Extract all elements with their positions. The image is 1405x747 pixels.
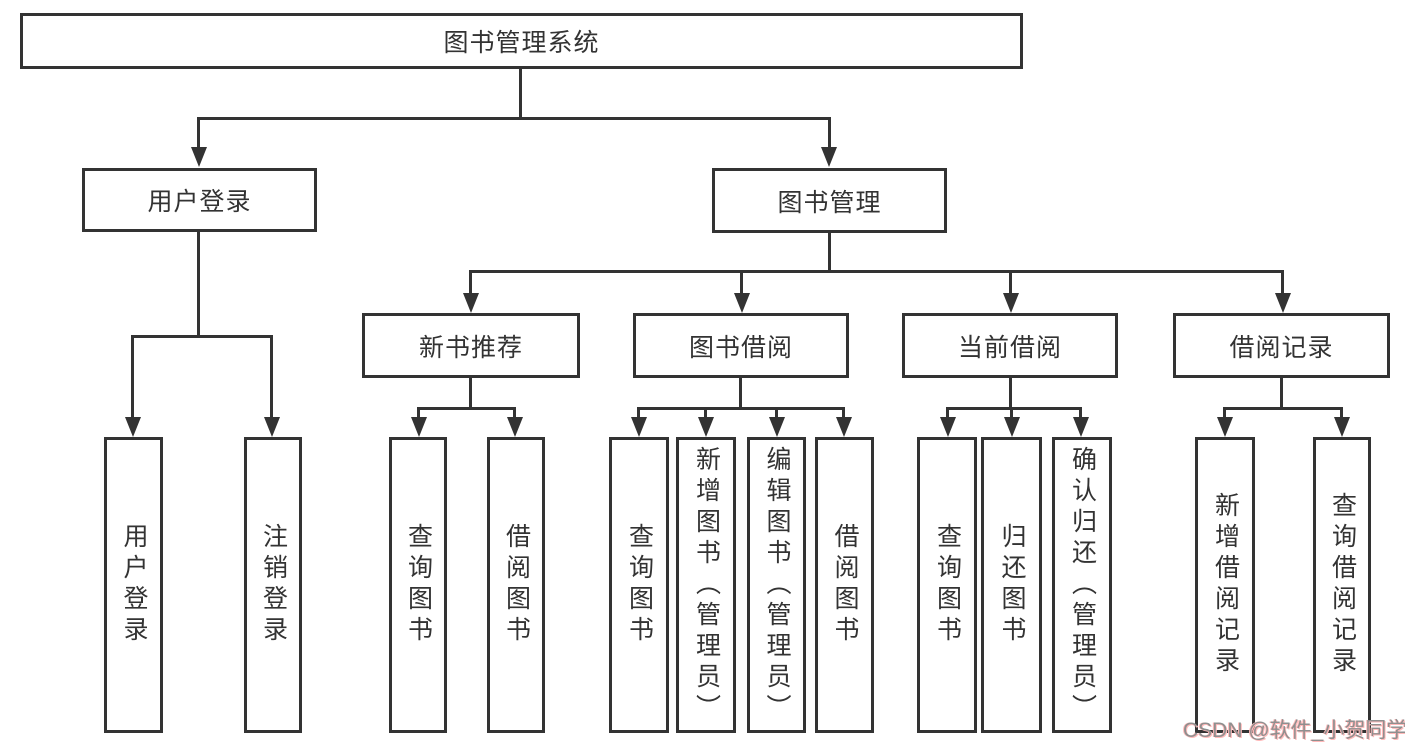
arrowhead-leaf-query-books-borrowing [631, 417, 647, 437]
node-book-management: 图书管理 [712, 168, 947, 233]
edge-current-branch [946, 407, 1082, 410]
edge-recommend-branch [417, 407, 516, 410]
edge-borrowing-drop-3 [775, 407, 778, 417]
arrowhead-leaf-add-borrow-record [1217, 417, 1233, 437]
arrowhead-book-management [821, 147, 837, 167]
arrowhead-leaf-return-book [1004, 417, 1020, 437]
edge-current-drop-2 [1010, 407, 1013, 417]
leaf-user-login: 用户登录 [104, 437, 163, 733]
edge-borrowing-stem [739, 378, 742, 407]
arrowhead-leaf-add-book-admin [698, 417, 714, 437]
edge-bookmgmt-drop-3 [1009, 270, 1012, 293]
edge-root-drop-left [197, 117, 200, 150]
edge-records-drop-1 [1223, 407, 1226, 417]
leaf-borrow-books-borrowing: 借阅图书 [815, 437, 874, 733]
edge-bookmgmt-branch [469, 270, 1283, 273]
arrowhead-borrowing-records [1275, 293, 1291, 313]
edge-records-drop-2 [1340, 407, 1343, 417]
arrowhead-current-borrowing [1003, 293, 1019, 313]
node-borrowing-records: 借阅记录 [1173, 313, 1390, 378]
leaf-return-book: 归还图书 [981, 437, 1042, 733]
leaf-query-books-recommend: 查询图书 [389, 437, 447, 733]
arrowhead-leaf-edit-book-admin [769, 417, 785, 437]
edge-recommend-drop-2 [513, 407, 516, 417]
edge-userlogin-stem [197, 232, 200, 335]
leaf-add-borrow-record: 新增借阅记录 [1195, 437, 1255, 733]
edge-bookmgmt-drop-1 [469, 270, 472, 293]
leaf-add-book-admin: 新增图书（管理员） [676, 437, 736, 733]
edge-root-branch [197, 117, 831, 120]
arrowhead-leaf-query-books-recommend [411, 417, 427, 437]
edge-root-drop-right [828, 117, 831, 150]
edge-bookmgmt-stem [828, 233, 831, 270]
arrowhead-leaf-user-login [125, 417, 141, 437]
csdn-watermark: CSDN @软件_小贺同学 [1183, 719, 1405, 742]
leaf-query-books-borrowing: 查询图书 [609, 437, 669, 733]
edge-current-drop-1 [946, 407, 949, 417]
arrowhead-leaf-confirm-return-admin [1073, 417, 1089, 437]
arrowhead-new-book-recommendation [463, 293, 479, 313]
leaf-query-books-current: 查询图书 [917, 437, 977, 733]
arrowhead-leaf-borrow-books-recommend [507, 417, 523, 437]
edge-recommend-stem [469, 378, 472, 407]
leaf-query-borrow-record: 查询借阅记录 [1313, 437, 1371, 733]
node-user-login: 用户登录 [82, 168, 317, 232]
arrowhead-leaf-logout [264, 417, 280, 437]
node-book-borrowing: 图书借阅 [633, 313, 849, 378]
edge-borrowing-drop-2 [704, 407, 707, 417]
edge-bookmgmt-drop-2 [740, 270, 743, 293]
arrowhead-leaf-borrow-books-borrowing [836, 417, 852, 437]
node-root: 图书管理系统 [20, 13, 1023, 69]
edge-records-branch [1223, 407, 1343, 410]
edge-userlogin-drop-1 [131, 335, 134, 417]
leaf-edit-book-admin: 编辑图书（管理员） [747, 437, 806, 733]
edge-root-stem [519, 69, 522, 117]
edge-recommend-drop-1 [417, 407, 420, 417]
arrowhead-leaf-query-borrow-record [1334, 417, 1350, 437]
arrowhead-leaf-query-books-current [940, 417, 956, 437]
edge-borrowing-drop-4 [842, 407, 845, 417]
arrowhead-user-login [191, 147, 207, 167]
edge-borrowing-drop-1 [637, 407, 640, 417]
node-new-book-recommendation: 新书推荐 [362, 313, 580, 378]
edge-bookmgmt-drop-4 [1281, 270, 1284, 293]
leaf-confirm-return-admin: 确认归还（管理员） [1052, 437, 1112, 733]
edge-current-drop-3 [1079, 407, 1082, 417]
leaf-logout: 注销登录 [244, 437, 302, 733]
edge-current-stem [1009, 378, 1012, 407]
arrowhead-book-borrowing [734, 293, 750, 313]
edge-userlogin-branch [131, 335, 273, 338]
edge-borrowing-branch [637, 407, 845, 410]
node-current-borrowing: 当前借阅 [902, 313, 1118, 378]
leaf-borrow-books-recommend: 借阅图书 [487, 437, 545, 733]
edge-userlogin-drop-2 [270, 335, 273, 417]
edge-records-stem [1280, 378, 1283, 407]
